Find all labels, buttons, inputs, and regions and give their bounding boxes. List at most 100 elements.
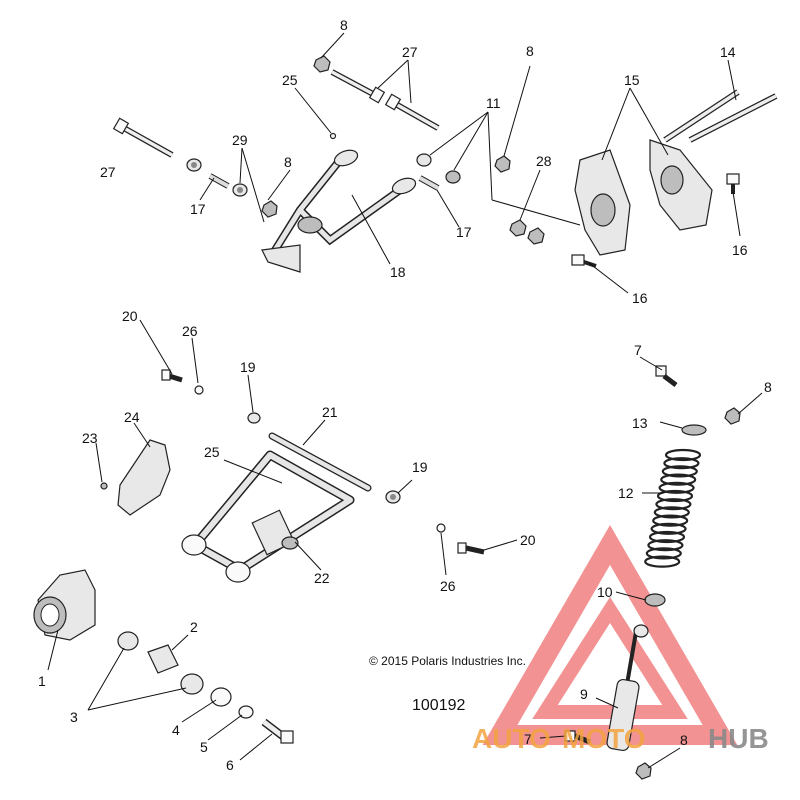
callout-22: 22 [314, 570, 330, 586]
callout-1: 1 [38, 673, 46, 689]
callout-18: 18 [390, 264, 406, 280]
bolt-16-right [726, 173, 740, 194]
callout-26: 26 [440, 578, 456, 594]
callout-21: 21 [322, 404, 338, 420]
callout-19: 19 [412, 459, 428, 475]
spring-coil [653, 506, 690, 519]
upper-a-arm-18 [261, 149, 417, 273]
callout-8: 8 [526, 43, 534, 59]
callout-2: 2 [190, 619, 198, 635]
washer-5 [238, 705, 254, 719]
callout-20: 20 [122, 308, 138, 324]
spring-coil [656, 489, 694, 503]
retainer-13 [681, 424, 707, 436]
callout-24: 24 [124, 409, 140, 425]
spring-coil [661, 465, 698, 478]
callout-11: 11 [486, 95, 501, 111]
lower-a-arm-22 [181, 450, 355, 583]
watermark-text: AUTO MOTO HUB [472, 723, 769, 754]
spring-seat-10 [644, 593, 666, 607]
bushing-19-right [385, 490, 401, 504]
callout-12: 12 [618, 485, 634, 501]
callout-6: 6 [226, 757, 234, 773]
spring-coil [652, 514, 689, 527]
tube-21 [268, 432, 372, 492]
callout-4: 4 [172, 722, 180, 738]
watermark-triangle-inner [532, 596, 688, 719]
washer-26-left [194, 385, 204, 395]
washer-26-right [436, 523, 446, 533]
callout-25: 25 [282, 72, 298, 88]
callout-8: 8 [340, 17, 348, 33]
bracket-15-left [574, 149, 631, 256]
screw-23 [100, 482, 108, 490]
callout-16: 16 [632, 290, 648, 306]
callout-14: 14 [720, 44, 736, 60]
callout-20: 20 [520, 532, 536, 548]
callout-labels: 8 27 8 14 25 15 11 29 8 28 27 17 17 16 1… [38, 17, 772, 773]
copyright-text: © 2015 Polaris Industries Inc. [369, 654, 526, 668]
leader-lines [47, 32, 763, 769]
callout-27: 27 [402, 44, 418, 60]
callout-29: 29 [232, 132, 248, 148]
guard-24 [117, 439, 171, 516]
spring-12 [644, 448, 702, 568]
nut-28-b [527, 227, 545, 245]
bolt-27-left [112, 117, 174, 158]
callout-8: 8 [680, 732, 688, 748]
callout-27: 27 [100, 164, 116, 180]
nut-8-shock-bottom [635, 762, 652, 780]
bolt-20-right [457, 542, 485, 555]
bolt-20-left [161, 369, 183, 383]
washer-4 [210, 687, 232, 707]
spring-coil [664, 448, 702, 462]
spring-coil [648, 530, 686, 544]
callout-17: 17 [456, 224, 472, 240]
bushing-29-left [186, 158, 248, 197]
callout-26: 26 [182, 323, 198, 339]
spring-coil [647, 539, 684, 552]
bolt-27-upper [330, 69, 440, 131]
bushing-19-left [247, 412, 261, 424]
callout-17: 17 [190, 201, 206, 217]
bushing-11 [416, 153, 461, 184]
callout-16: 16 [732, 242, 748, 258]
bolt-16-lower [571, 254, 597, 268]
watermark-text-moto: MOTO [562, 723, 645, 754]
pin-17-right [418, 175, 440, 191]
callout-10: 10 [597, 584, 613, 600]
knuckle-1 [33, 569, 96, 641]
callout-28: 28 [536, 153, 552, 169]
bolt-14 [663, 89, 778, 143]
spring-coil [655, 498, 692, 511]
spring-coil [663, 457, 700, 470]
callout-9: 9 [580, 686, 588, 702]
nut-8-left [261, 200, 278, 218]
diagram-number: 100192 [412, 697, 465, 714]
spring-coil [658, 481, 695, 494]
grease-fitting-25-top [329, 132, 337, 140]
spring-coil [644, 555, 681, 568]
nut-28-a [509, 219, 527, 237]
callout-8: 8 [284, 154, 292, 170]
callout-3: 3 [70, 709, 78, 725]
sleeve-2 [147, 644, 179, 674]
callout-7: 7 [524, 731, 532, 747]
watermark-logo [482, 525, 738, 745]
spring-coil [650, 522, 687, 535]
spring-coil [660, 473, 697, 486]
bolt-6 [261, 718, 294, 744]
callout-23: 23 [82, 430, 98, 446]
nut-8-top [313, 55, 331, 73]
callout-15: 15 [624, 72, 640, 88]
callout-25: 25 [204, 444, 220, 460]
spring-coil [645, 547, 682, 560]
nut-8-shock-top [724, 407, 741, 425]
shock-9 [606, 624, 649, 752]
pin-17-left [208, 173, 230, 189]
callout-7: 7 [634, 342, 642, 358]
bushing-3-b [180, 673, 204, 695]
callout-19: 19 [240, 359, 256, 375]
bracket-15-right [649, 139, 713, 231]
